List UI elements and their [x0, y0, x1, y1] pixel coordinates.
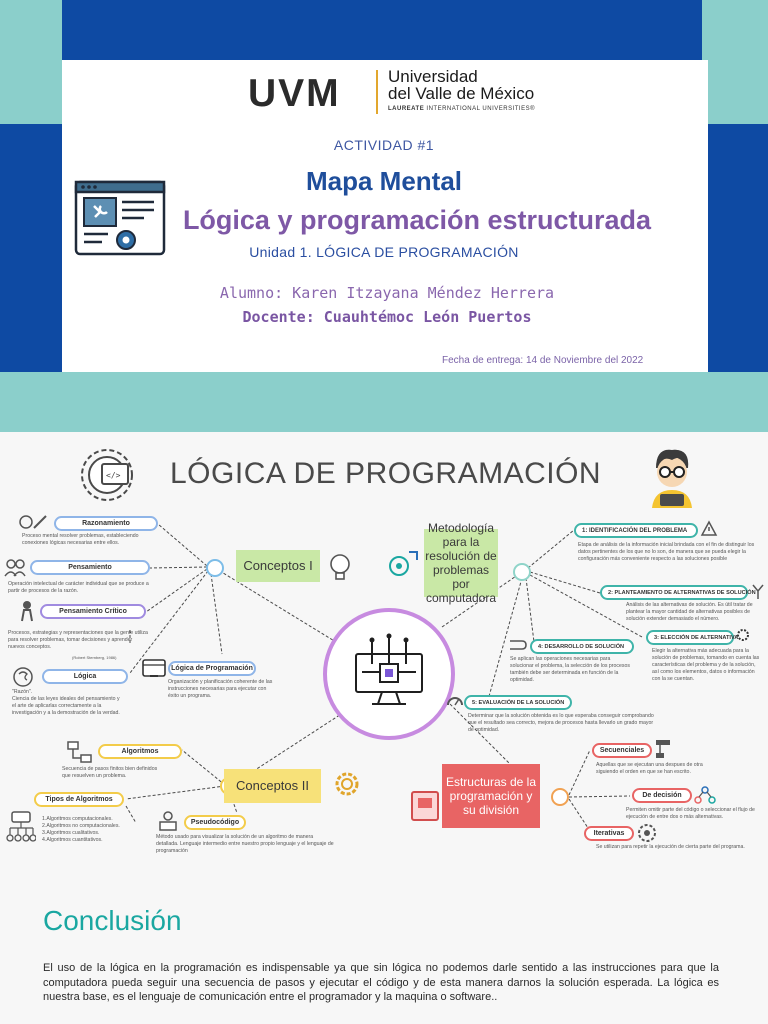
- node-pensamiento[interactable]: Pensamiento: [30, 560, 150, 575]
- network-tagline: LAUREATE INTERNATIONAL UNIVERSITIES®: [388, 106, 535, 112]
- note-algoritmos: Secuencia de pasos finitos bien definido…: [62, 766, 158, 779]
- mind-map: </> LÓGICA DE PROGRAMACIÓN Conceptos I C…: [0, 432, 768, 892]
- note-iterativas: Se utilizan para repetir la ejecución de…: [596, 844, 745, 850]
- university-line1: Universidad: [388, 67, 478, 86]
- network-bold: LAUREATE: [388, 106, 425, 112]
- brain-icon: [13, 667, 33, 687]
- note-secuenciales: Aquellas que se ejecutan una despues de …: [596, 762, 703, 775]
- blue-band-top: [62, 0, 702, 60]
- tipos-list: 1.Algoritmos computacionales. 2.Algoritm…: [42, 816, 152, 844]
- blue-band-left: [0, 124, 62, 372]
- node-planteamiento[interactable]: 2: PLANTEAMIENTO DE ALTERNATIVAS DE SOLU…: [600, 585, 756, 600]
- flowchart-icon: [67, 741, 92, 763]
- cover-section: UVM Universidad del Valle de México LAUR…: [0, 0, 768, 432]
- note-pseudocodigo: Método usado para visualizar la solución…: [156, 834, 334, 854]
- node-secuenciales[interactable]: Secuenciales: [592, 743, 652, 758]
- note-evaluacion: Determinar que la solución obtenida es l…: [468, 713, 654, 733]
- note-logica: Ciencia de las leyes ideales del pensami…: [12, 696, 120, 716]
- teacher-name: Docente: Cuauhtémoc León Puertos: [242, 308, 532, 326]
- svg-text:</>: </>: [106, 471, 121, 480]
- branch-icon: [752, 584, 764, 599]
- people-icon: [4, 559, 26, 577]
- thinker-icon: [21, 601, 33, 622]
- warning-icon: [700, 520, 718, 536]
- cover-subtitle: Lógica y programación estructurada: [182, 205, 652, 235]
- cover-title: Mapa Mental: [305, 166, 463, 196]
- hub-conceptos-1[interactable]: Conceptos I: [236, 550, 320, 582]
- switch-icon: [510, 640, 527, 650]
- due-date: Fecha de entrega: 14 de Noviembre del 20…: [442, 355, 644, 366]
- node-eleccion[interactable]: 3: ELECCIÓN DE ALTERNATIVA: [646, 630, 738, 645]
- mind-map-connectors: [125, 523, 643, 832]
- node-desarrollo[interactable]: 4: DESARROLLO DE SOLUCIÓN: [530, 639, 634, 654]
- gear-icon: [335, 772, 359, 796]
- gauge-icon: [447, 697, 463, 706]
- network-rest: INTERNATIONAL UNIVERSITIES®: [424, 106, 536, 112]
- node-tipos-algoritmos[interactable]: Tipos de Algoritmos: [34, 792, 124, 807]
- uvm-logo-letters: UVM: [248, 74, 341, 110]
- note-planteamiento: Análisis de las alternativas de solución…: [626, 602, 753, 622]
- idea-pencil-icon: [19, 515, 47, 529]
- note-desarrollo: Se aplican las operaciones necesarias pa…: [510, 656, 630, 683]
- note-decision: Permiten omitir parte del código o selec…: [626, 807, 755, 820]
- lightbulb-icon: [330, 554, 350, 580]
- node-logica-programacion[interactable]: Lógica de Programación: [168, 661, 256, 676]
- note-pensamiento: Operación intelectual de carácter indivi…: [8, 581, 149, 594]
- node-logica[interactable]: Lógica: [42, 669, 128, 684]
- cog-cycle-icon: [638, 824, 656, 842]
- note-eleccion: Elegir la alternativa más adecuada para …: [652, 648, 760, 682]
- network-nodes-icon: [6, 811, 36, 842]
- note-logica-programacion: Organización y planificación coherente d…: [168, 679, 273, 699]
- tipo-item: 2.Algoritmos no computacionales.: [42, 823, 120, 829]
- cover-card: [62, 60, 708, 372]
- university-line2: del Valle de México: [388, 84, 535, 103]
- process-gear-icon: [389, 551, 418, 576]
- document-settings-icon: [74, 180, 166, 256]
- sequence-icon: [656, 740, 670, 758]
- university-name: Universidad del Valle de México: [388, 68, 534, 102]
- mind-map-title: LÓGICA DE PROGRAMACIÓN: [170, 457, 602, 490]
- blue-band-right: [708, 124, 768, 372]
- node-pseudocodigo[interactable]: Pseudocódigo: [184, 815, 246, 830]
- laptop-user-icon: [159, 811, 177, 831]
- node-razonamiento[interactable]: Razonamiento: [54, 516, 158, 531]
- student-name: Alumno: Karen Itzayana Méndez Herrera: [219, 284, 555, 302]
- node-evaluacion[interactable]: 5: EVALUACIÓN DE LA SOLUCIÓN: [464, 695, 572, 710]
- node-iterativas[interactable]: Iterativas: [584, 826, 634, 841]
- tipo-item: 1.Algoritmos computacionales.: [42, 816, 113, 822]
- note-identificacion: Etapa de análisis de la información inic…: [578, 542, 755, 562]
- hub-conceptos-2[interactable]: Conceptos II: [224, 769, 321, 803]
- note-critico-source: (Robert Sternberg, 1986): [72, 655, 117, 660]
- settings-icon: [737, 629, 749, 641]
- conclusion-body: El uso de la lógica en la programación e…: [43, 962, 719, 1003]
- node-identificacion[interactable]: 1: IDENTIFICACIÓN DEL PROBLEMA: [574, 523, 698, 538]
- unit-label: Unidad 1. LÓGICA DE PROGRAMACIÓN: [249, 244, 519, 260]
- tipo-item: 4.Algoritmos cuantitativos.: [42, 837, 103, 843]
- conclusion-title: Conclusión: [43, 905, 182, 936]
- uvm-logo: UVM: [248, 74, 341, 110]
- note-logica-razon: "Razón".: [12, 689, 33, 695]
- structure-chart-icon: [411, 791, 439, 821]
- student-avatar-icon: [652, 449, 692, 508]
- node-algoritmos[interactable]: Algoritmos: [98, 744, 182, 759]
- hub-metodologia[interactable]: Metodología para la resolución de proble…: [424, 521, 498, 605]
- code-window-icon: [142, 659, 166, 677]
- decision-tree-icon: [694, 786, 716, 804]
- note-razonamiento: Proceso mental resolver problemas, estab…: [22, 533, 139, 546]
- activity-label: ACTIVIDAD #1: [333, 137, 435, 153]
- tipo-item: 3.Algoritmos cualitativos.: [42, 830, 100, 836]
- note-pensamiento-critico: Procesos, estrategias y representaciones…: [8, 630, 148, 650]
- node-decision[interactable]: De decisión: [632, 788, 692, 803]
- web-code-icon: </>: [81, 449, 133, 501]
- logo-divider: [376, 70, 378, 114]
- hub-estructuras[interactable]: Estructuras de la programación y su divi…: [442, 764, 540, 828]
- node-pensamiento-critico[interactable]: Pensamiento Crítico: [40, 604, 146, 619]
